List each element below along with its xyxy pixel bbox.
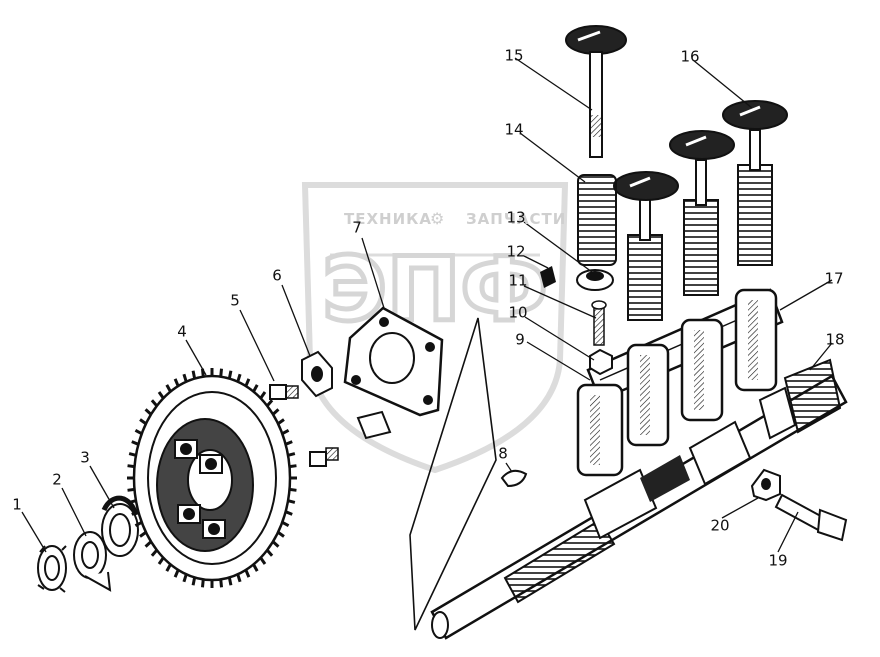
- part-4-camshaft-gear: [127, 368, 297, 588]
- part-7-thrust-flange: [343, 306, 444, 440]
- callout-13: 13: [506, 208, 526, 227]
- part-2-lock-plate: [73, 531, 112, 592]
- gear-tooth: [200, 579, 205, 588]
- part-10-lock-nut: [589, 348, 613, 376]
- watermark-monogram: ЭПФ: [322, 238, 548, 341]
- callout-2: 2: [52, 470, 62, 489]
- callout-5: 5: [230, 291, 240, 310]
- part-20-nut: [750, 468, 781, 502]
- callout-17: 17: [824, 269, 844, 288]
- callout-1: 1: [12, 495, 22, 514]
- callout-20: 20: [710, 516, 730, 535]
- part-1-lock-nut: [37, 545, 67, 593]
- part-11-adjusting-screw: [591, 300, 607, 346]
- part-5-bolt: [269, 384, 339, 467]
- watermark-logo: ЭПФ: [301, 182, 569, 474]
- part-15-valve: [565, 25, 627, 158]
- callout-3: 3: [80, 448, 90, 467]
- watermark-gear-icon: ⚙: [430, 209, 446, 228]
- gear-tooth: [182, 373, 188, 383]
- part-8-key: [500, 469, 528, 488]
- watermark-brand-left: ТЕХНИКА: [344, 210, 433, 228]
- watermark-brand-right: ЗАПЧАСТИ: [466, 210, 567, 228]
- gear-tooth: [219, 368, 224, 377]
- gear-tooth: [236, 573, 242, 583]
- gear-tooth: [191, 577, 197, 586]
- callout-7: 7: [352, 218, 362, 237]
- callout-4: 4: [177, 322, 187, 341]
- callout-6: 6: [272, 266, 282, 285]
- part-14-spring: [577, 174, 617, 266]
- camshaft: [430, 358, 848, 640]
- part-13-spring-cup: [576, 269, 614, 291]
- callout-14: 14: [504, 120, 524, 139]
- gear-tooth: [182, 573, 188, 583]
- installed-valve-springs: [627, 129, 773, 321]
- callout-15: 15: [504, 46, 524, 65]
- part-6-lock-washer: [301, 350, 333, 398]
- gear-tooth: [244, 569, 251, 578]
- callout-9: 9: [515, 330, 525, 349]
- installed-valve-heads: [613, 100, 788, 201]
- gear-tooth: [244, 378, 251, 387]
- gear-tooth: [173, 378, 180, 387]
- part-19-bolt: [774, 493, 848, 542]
- callout-19: 19: [768, 551, 788, 570]
- callout-12: 12: [506, 242, 526, 261]
- callout-10: 10: [508, 303, 528, 322]
- gear-tooth: [191, 370, 197, 379]
- callout-16: 16: [680, 47, 700, 66]
- gear-tooth: [173, 569, 180, 578]
- callout-8: 8: [498, 444, 508, 463]
- gasket-outline: [409, 317, 497, 631]
- gear-tooth: [219, 579, 224, 588]
- part-3-washer: [101, 495, 139, 557]
- callout-18: 18: [825, 330, 845, 349]
- leader-lines: [21, 57, 833, 553]
- tappets: [576, 288, 778, 477]
- callout-11: 11: [508, 271, 528, 290]
- gear-tooth: [236, 373, 242, 383]
- gear-tooth: [227, 577, 233, 586]
- gear-tooth: [227, 370, 233, 379]
- part-12-keeper: [540, 266, 556, 288]
